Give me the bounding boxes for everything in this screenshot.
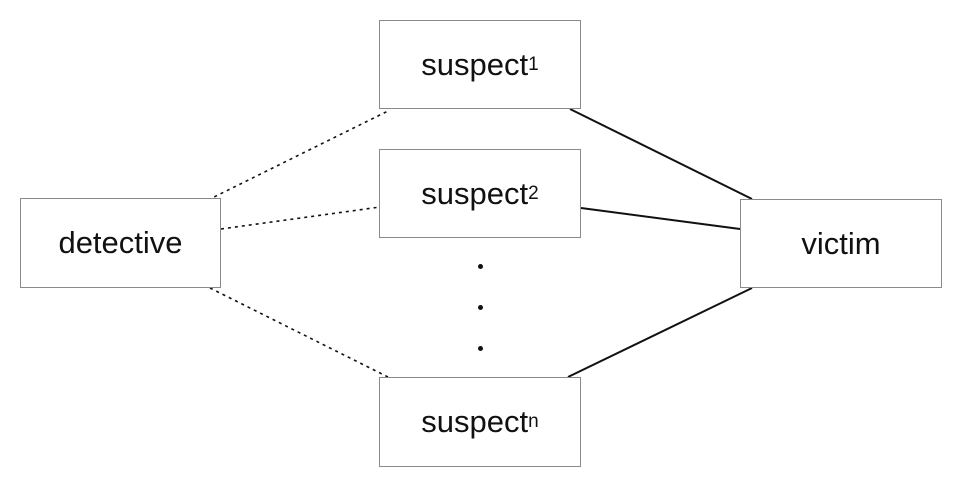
node-detective: detective [20,198,221,288]
edge-detective-suspect-2 [220,206,381,230]
ellipsis-dot-3 [478,346,483,351]
node-victim: victim [740,199,942,288]
ellipsis-dot-1 [478,264,483,269]
edge-suspect-2-victim [580,207,741,230]
node-victim-label: victim [801,225,881,261]
edge-suspect-n-victim [567,287,753,378]
ellipsis-dot-2 [478,305,483,310]
node-suspect-2-label: suspect [421,175,529,211]
edge-detective-suspect-n [209,287,391,379]
node-suspect-n-label: suspect [421,404,529,439]
edge-detective-suspect-1 [207,109,391,201]
node-suspect-1-label: suspect [421,46,529,82]
node-detective-label: detective [58,225,183,260]
edge-suspect-1-victim [569,108,753,200]
